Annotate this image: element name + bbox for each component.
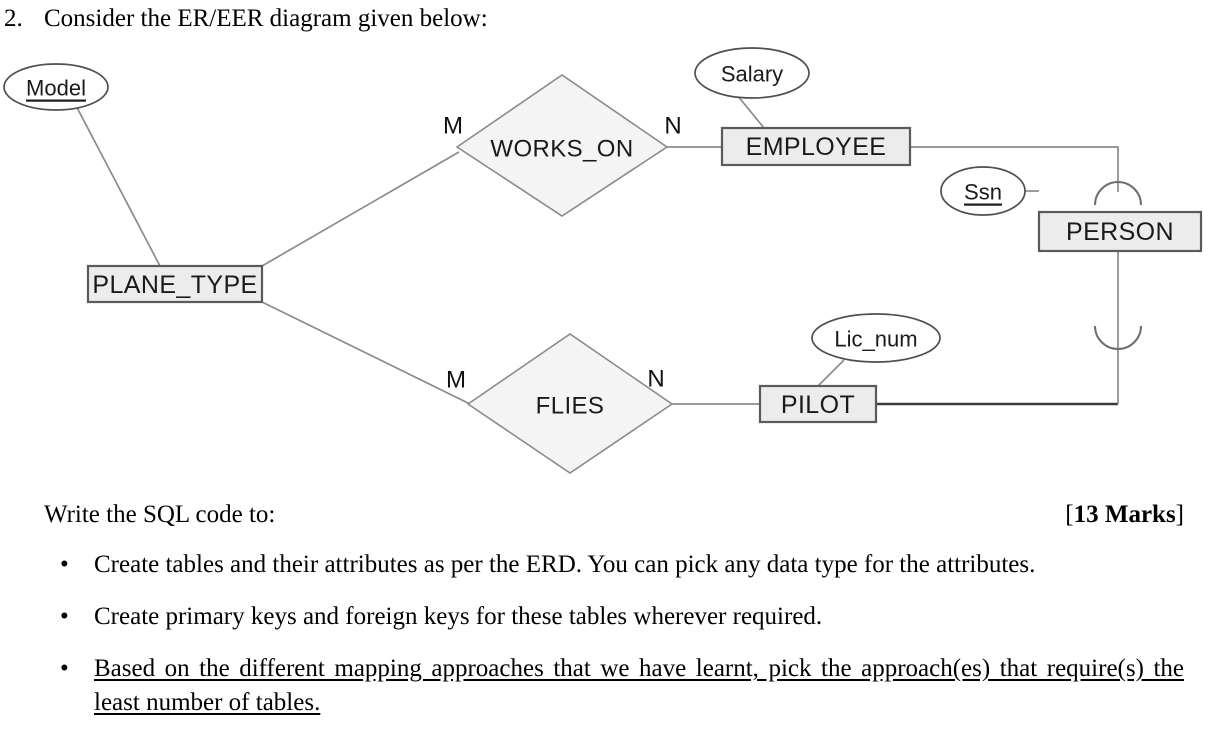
entity-person-label: PERSON (1066, 218, 1174, 246)
prompt-row: Write the SQL code to: [13 Marks] (44, 498, 1184, 532)
entity-employee[interactable] (720, 126, 912, 167)
edge-plane-type-works-on (261, 151, 460, 267)
category-arc-top-icon (1094, 181, 1142, 206)
entity-plane-type[interactable] (86, 264, 264, 304)
bullet-icon: • (60, 655, 69, 682)
list-item: • Based on the different mapping approac… (44, 652, 1184, 720)
list-item: • Create primary keys and foreign keys f… (44, 600, 1184, 634)
er-diagram: WORKS_ON FLIES PLANE_TYPE EMPLOYEE PERSO… (0, 40, 1215, 495)
edge-plane-type-flies (261, 301, 471, 405)
marks-open-bracket: [ (1065, 501, 1074, 528)
attribute-model-label: Model (26, 76, 86, 101)
list-item: • Create tables and their attributes as … (44, 548, 1184, 582)
entity-person[interactable] (1037, 210, 1203, 253)
bullet-icon: • (60, 603, 69, 630)
entity-plane-type-label: PLANE_TYPE (92, 271, 257, 299)
cardinality-plane-type-flies: M (446, 367, 466, 394)
question-number: 2. (4, 5, 23, 32)
cardinality-plane-type-works-on: M (443, 113, 463, 140)
attribute-model[interactable] (3, 63, 109, 111)
task-text: Create tables and their attributes as pe… (94, 551, 1036, 578)
marks-close-bracket: ] (1175, 501, 1184, 528)
task-text: Create primary keys and foreign keys for… (94, 603, 823, 630)
attribute-ssn-label: Ssn (964, 180, 1002, 205)
relationship-flies[interactable] (466, 333, 674, 474)
cardinality-flies-pilot: N (647, 366, 664, 393)
prompt-lead-in: Write the SQL code to: (44, 501, 276, 528)
edge-lic-num-pilot (816, 359, 845, 388)
attribute-salary[interactable] (694, 47, 810, 99)
entity-pilot[interactable] (758, 384, 878, 424)
question-text: Consider the ER/EER diagram given below: (44, 5, 488, 32)
attribute-lic-num-label: Lic_num (834, 327, 917, 352)
entity-pilot-label: PILOT (781, 391, 855, 419)
entity-employee-label: EMPLOYEE (746, 133, 887, 161)
task-list: • Create tables and their attributes as … (44, 548, 1184, 738)
marks-badge: [13 Marks] (1065, 498, 1184, 532)
relationship-works-on-label: WORKS_ON (490, 136, 633, 163)
bullet-icon: • (60, 551, 69, 578)
relationship-flies-label: FLIES (536, 393, 605, 420)
question-heading: 2. Consider the ER/EER diagram given belo… (0, 2, 1200, 36)
attribute-ssn[interactable] (940, 166, 1026, 216)
cardinality-works-on-employee: N (664, 113, 681, 140)
category-arc-bottom-icon (1094, 325, 1142, 350)
relationship-works-on[interactable] (455, 74, 669, 217)
attribute-lic-num[interactable] (811, 313, 941, 363)
attribute-salary-label: Salary (721, 62, 783, 87)
edge-salary-employee (736, 94, 765, 129)
edge-model-plane-type (71, 97, 161, 267)
edge-employee-to-person (910, 146, 1119, 173)
marks-value: 13 Marks (1073, 501, 1176, 528)
task-text: Based on the different mapping approache… (94, 655, 1184, 716)
